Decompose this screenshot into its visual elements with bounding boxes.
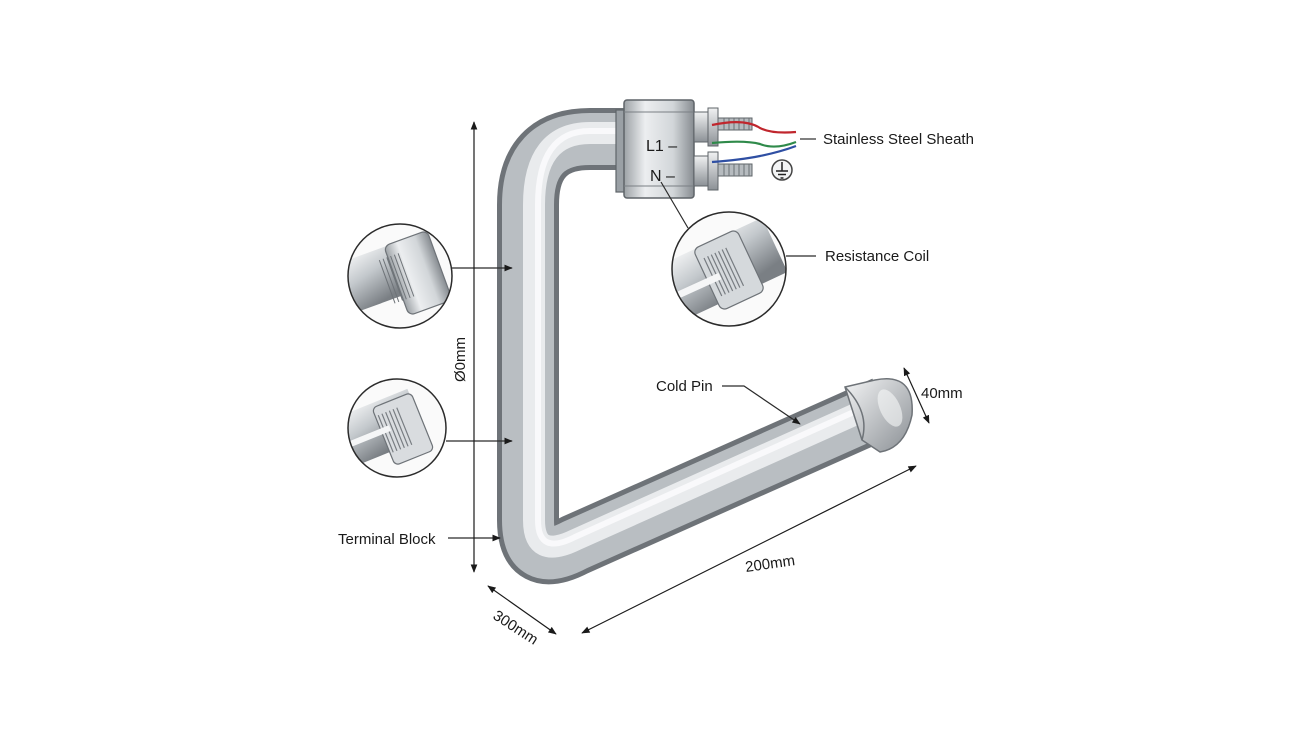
terminal-housing: L1 – N – bbox=[615, 99, 695, 199]
label-terminal-block: Terminal Block bbox=[338, 531, 436, 548]
detail-circle-coil-left bbox=[347, 378, 447, 478]
dimension-diagonal: 200mm bbox=[744, 552, 796, 576]
dimension-lines bbox=[470, 121, 930, 635]
label-resistance-coil: Resistance Coil bbox=[825, 248, 929, 265]
lead-wires bbox=[711, 121, 797, 164]
ground-symbol-icon bbox=[771, 159, 793, 181]
dimension-vertical: Ø0mm bbox=[452, 337, 469, 382]
detail-circle-coil-right bbox=[671, 211, 787, 327]
terminal-n-label: N – bbox=[650, 168, 675, 185]
dimension-diameter: 40mm bbox=[921, 385, 963, 402]
detail-circle-thread bbox=[347, 223, 453, 329]
dimension-bottom: 300mm bbox=[490, 607, 541, 649]
label-cold-pin: Cold Pin bbox=[656, 378, 713, 395]
label-stainless-steel-sheath: Stainless Steel Sheath bbox=[823, 131, 974, 148]
heating-tube bbox=[497, 108, 898, 585]
terminal-studs bbox=[693, 107, 753, 191]
terminal-l1-label: L1 – bbox=[646, 138, 677, 155]
